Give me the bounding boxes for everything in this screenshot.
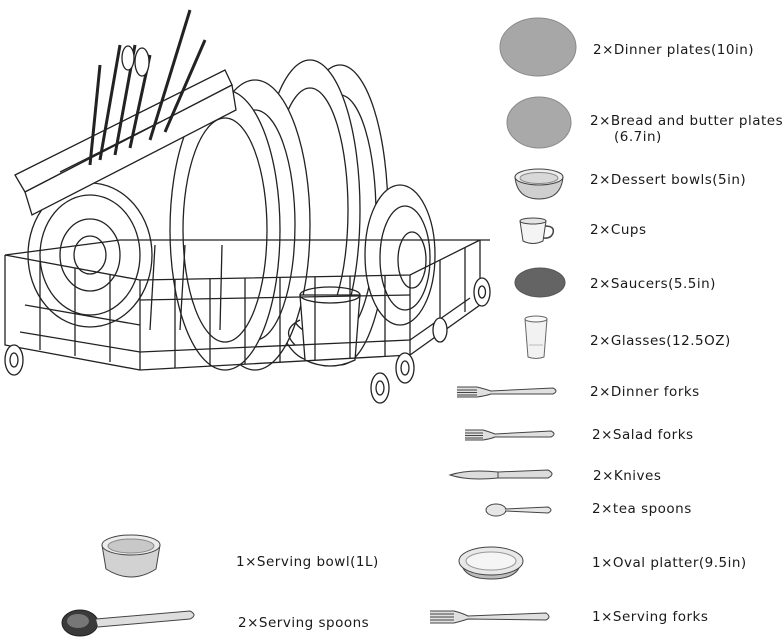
item-label-oval-platter: 1×Oval platter(9.5in) [592,555,747,571]
item-label-bread-plates-size: (6.7in) [614,129,662,145]
serving-fork-icon [430,610,550,624]
serving-bowl-icon [101,534,161,578]
oval-platter-icon [458,546,524,580]
bread-plate-icon [506,96,572,149]
item-label-dinner-plates: 2×Dinner plates(10in) [593,42,755,58]
dinner-plate-icon [499,17,577,77]
item-label-dessert-bowls: 2×Dessert bowls(5in) [590,172,747,188]
glass-icon [524,315,548,359]
serving-spoon-icon [61,609,195,637]
teaspoon-icon [485,503,552,517]
item-label-cups: 2×Cups [590,222,647,238]
item-label-serving-forks: 1×Serving forks [592,609,709,625]
item-label-serving-spoons: 2×Serving spoons [238,615,370,631]
item-label-dinner-forks: 2×Dinner forks [590,384,700,400]
salad-fork-icon [465,429,555,441]
item-label-glasses: 2×Glasses(12.5OZ) [590,333,731,349]
item-label-saucers: 2×Saucers(5.5in) [590,276,716,292]
item-label-bread-plates-main: 2×Bread and butter plates [590,113,782,129]
item-label-knives: 2×Knives [593,468,662,484]
saucer-icon [514,267,566,298]
cup-icon [519,217,555,244]
item-label-salad-forks: 2×Salad forks [592,427,694,443]
dishwasher-rack-illustration [4,9,491,404]
dinner-fork-icon [457,386,557,398]
knife-icon [448,469,553,480]
item-label-serving-bowl: 1×Serving bowl(1L) [236,554,379,570]
item-label-tea-spoons: 2×tea spoons [592,501,692,517]
item-label-bread-plates: 2×Bread and butter plates (6.7in) [590,113,782,145]
dessert-bowl-icon [514,168,564,200]
